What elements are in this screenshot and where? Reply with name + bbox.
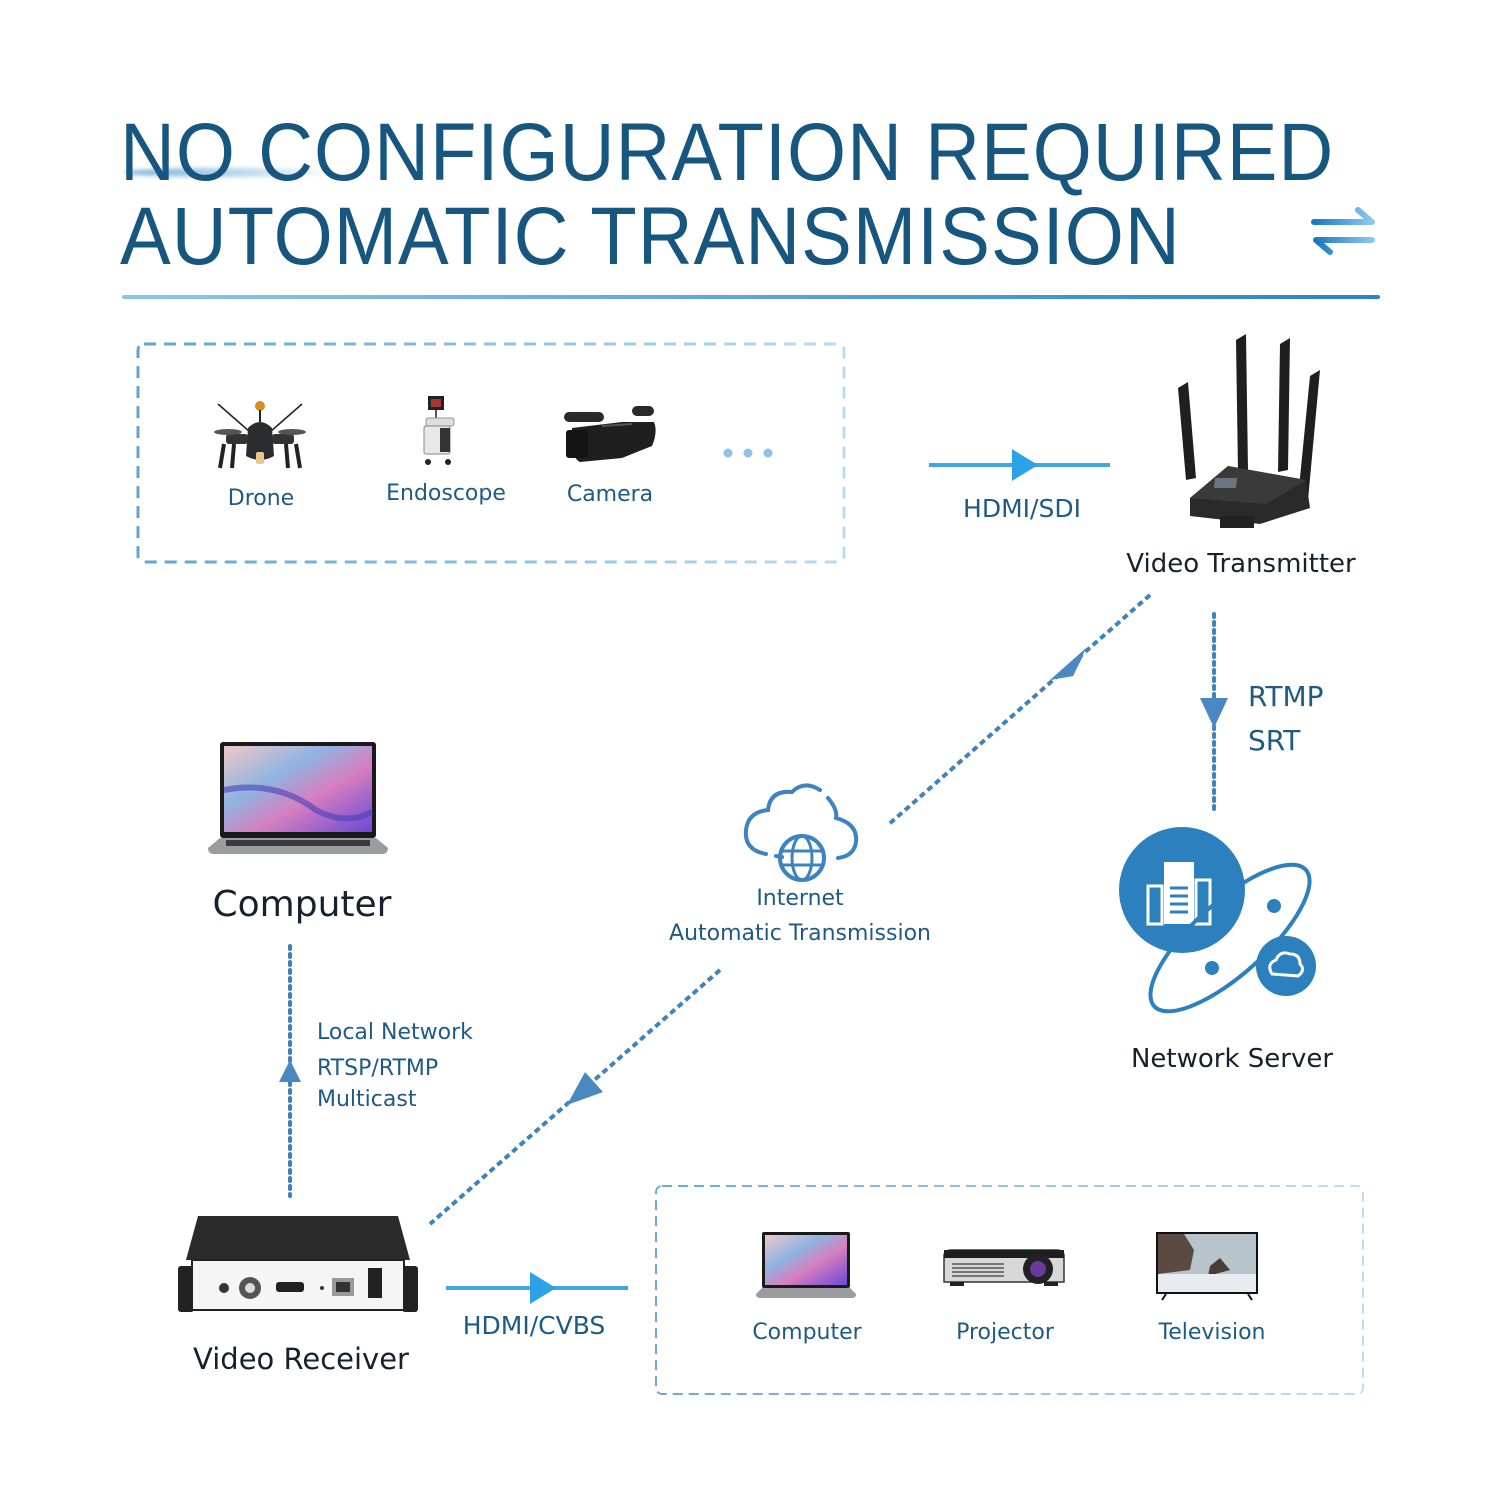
page-title-line-1: NO CONFIGURATION REQUIRED [120,106,1335,199]
source-label-camera: Camera [566,482,654,507]
node-label-video-receiver: Video Receiver [193,1342,409,1376]
rtsp-rtmp-label: RTSP/RTMP [317,1056,439,1081]
outputs-group-box [655,1185,1364,1395]
network-server-icon [1119,827,1316,1014]
television-icon [1156,1232,1258,1301]
output-label-television: Television [1158,1320,1266,1345]
page-title-line-2: AUTOMATIC TRANSMISSION [120,190,1181,283]
laptop-icon [756,1232,856,1298]
internet-label: Internet [756,886,844,911]
internet-to-receiver-line [428,968,722,1226]
transmitter-to-server-line [1200,612,1228,814]
internet-cloud-globe-icon [743,783,859,882]
receiver-to-computer-line [279,944,301,1198]
swap-arrows-icon [1311,207,1375,255]
output-label-projector: Projector [956,1320,1054,1345]
multicast-label: Multicast [317,1087,417,1112]
video-receiver-device [178,1216,418,1312]
computer-laptop-image [208,742,388,854]
source-label-drone: Drone [227,486,295,511]
sources-group-box [136,342,846,564]
hdmi-cvbs-arrow [446,1272,628,1304]
hdmi-sdi-arrow [929,449,1110,481]
local-network-label: Local Network [317,1020,473,1045]
title-underline-glow [124,168,324,177]
output-label-computer: Computer [752,1320,862,1345]
more-ellipsis-icon [723,448,773,458]
header-divider [122,295,1380,299]
video-transmitter-device [1178,334,1320,528]
protocol-label-rtmp: RTMP [1248,680,1324,713]
node-label-computer: Computer [212,884,392,925]
protocol-label-srt: SRT [1248,724,1301,757]
hdmi-cvbs-label: HDMI/CVBS [462,1311,606,1340]
projector-icon [943,1249,1065,1286]
endoscope-icon [423,396,455,465]
node-label-network-server: Network Server [1130,1044,1334,1074]
transmitter-to-internet-line [886,593,1152,827]
node-label-video-transmitter: Video Transmitter [1126,549,1356,579]
automatic-transmission-label: Automatic Transmission [669,921,931,946]
camcorder-icon [564,406,656,462]
hdmi-sdi-label: HDMI/SDI [963,494,1081,523]
drone-icon [214,401,306,469]
source-label-endoscope: Endoscope [386,481,506,506]
